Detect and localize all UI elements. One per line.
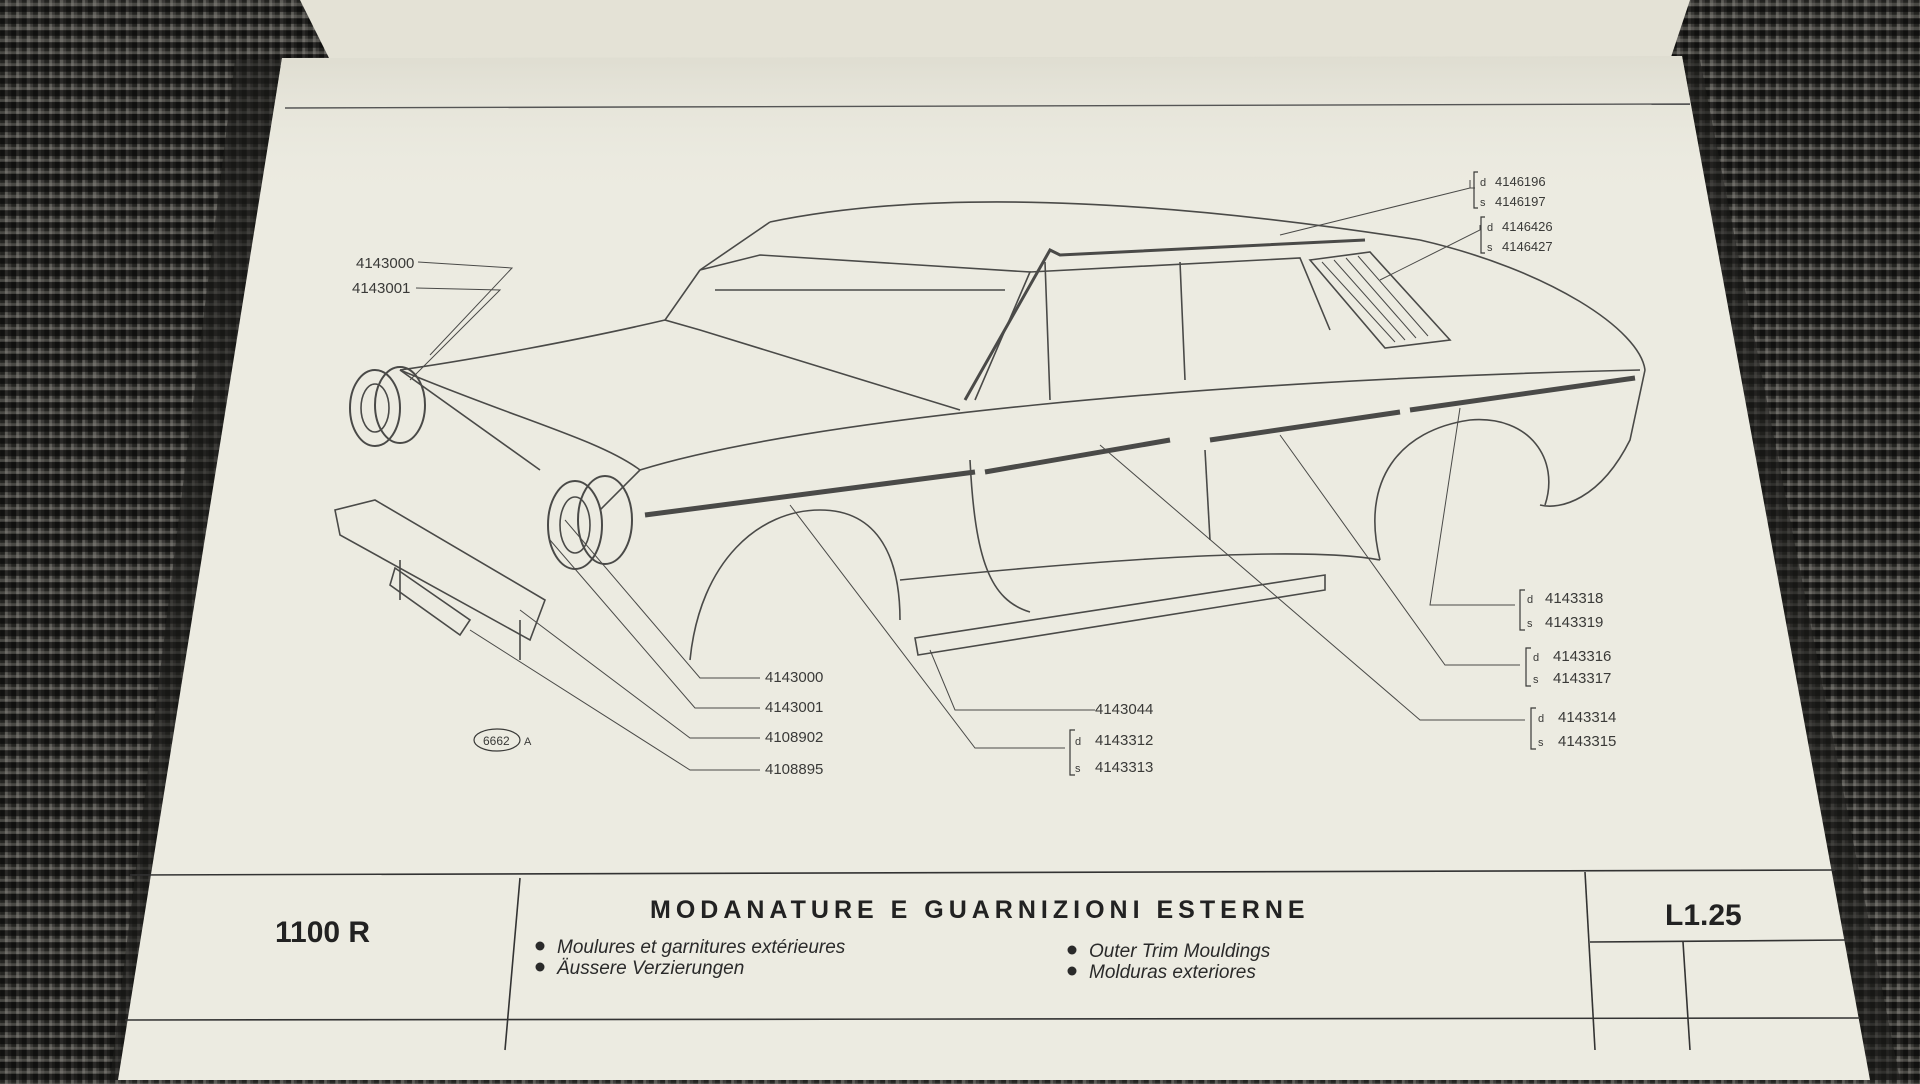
- leader-left-top: [417, 261, 514, 356]
- sill-moulding: [914, 574, 1326, 656]
- part-number: 4143313: [1095, 759, 1153, 776]
- side-prefix: d: [1533, 652, 1539, 664]
- figure-ref-suffix: A: [524, 736, 532, 748]
- leader-right-3: [1099, 444, 1525, 721]
- number-plate-lamp: [389, 566, 472, 637]
- leader-right-1: [1429, 407, 1515, 606]
- subtitles: Moulures et garnitures extérieures Äusse…: [535, 937, 1271, 983]
- side-prefix: d: [1075, 736, 1081, 748]
- figure-ref-oval: [473, 728, 521, 752]
- rear-vent-grille: [1308, 251, 1452, 349]
- page-title: MODANATURE E GUARNIZIONI ESTERNE: [650, 896, 1310, 924]
- side-moulding-rear: [1409, 375, 1636, 413]
- part-number-labels: 4143000 4143001 4143000 4143001 4108902 …: [352, 174, 1616, 778]
- body-sill: [899, 553, 1381, 581]
- side-prefix: d: [1527, 594, 1533, 606]
- bullet-icon: [1067, 966, 1077, 976]
- subtitle-en: Outer Trim Mouldings: [1089, 941, 1271, 962]
- leader-left-bottom: [564, 519, 760, 679]
- part-number: 4143315: [1558, 733, 1616, 750]
- side-prefix: d: [1487, 222, 1493, 234]
- subtitle-es: Molduras exteriores: [1089, 962, 1256, 983]
- window-pillars: [1044, 261, 1186, 401]
- part-number: 4143000: [356, 255, 414, 272]
- table-code: L1.25: [1665, 899, 1742, 932]
- subtitle-de: Äussere Verzierungen: [556, 958, 744, 979]
- front-bumper-part: [334, 499, 546, 642]
- upper-page: [300, 0, 1690, 60]
- part-number: 4143000: [765, 669, 823, 686]
- part-number: 4146197: [1495, 194, 1546, 209]
- roof-drip-moulding: [963, 238, 1366, 401]
- side-moulding-door-rear: [1209, 409, 1401, 443]
- part-number: 4143312: [1095, 732, 1153, 749]
- roof-line: [769, 201, 1421, 241]
- figure-ref: 6662: [483, 734, 510, 748]
- body-side-top: [639, 369, 1641, 471]
- leader-bottom-pair: [789, 504, 1065, 749]
- title-block-frame: [124, 869, 1861, 1051]
- bullet-icon: [1067, 945, 1077, 955]
- leader-bottom-single: [929, 649, 1095, 711]
- side-prefix: s: [1480, 197, 1486, 209]
- top-rule: [284, 103, 1691, 109]
- leader-right-2: [1279, 434, 1520, 666]
- part-number: 4143319: [1545, 614, 1603, 631]
- part-number: 4146426: [1502, 219, 1553, 234]
- side-prefix: s: [1527, 618, 1533, 630]
- part-number: 4146427: [1502, 239, 1553, 254]
- part-number: 4146196: [1495, 174, 1546, 189]
- pair-brackets: [1069, 171, 1536, 776]
- page-shading: [118, 56, 1870, 1080]
- part-number: 4108902: [765, 729, 823, 746]
- hood-edge: [399, 319, 666, 371]
- side-prefix: d: [1538, 713, 1544, 725]
- front-wheel-arch: [689, 509, 901, 661]
- rear-wheel-arch: [1374, 418, 1550, 561]
- part-number: 4143044: [1095, 701, 1153, 718]
- part-number: 4143001: [352, 280, 410, 297]
- subtitle-fr: Moulures et garnitures extérieures: [557, 937, 846, 958]
- side-prefix: s: [1533, 674, 1539, 686]
- part-number: 4143314: [1558, 709, 1616, 726]
- headlamp-rim-upper: [349, 369, 401, 447]
- part-number: 4143001: [765, 699, 823, 716]
- side-prefix: s: [1538, 737, 1544, 749]
- side-prefix: d: [1480, 177, 1486, 189]
- part-number: 4108895: [765, 761, 823, 778]
- side-moulding-front: [644, 469, 976, 518]
- bullet-icon: [535, 941, 545, 951]
- side-moulding-door-front: [984, 437, 1171, 475]
- part-number: 4143316: [1553, 648, 1611, 665]
- bullet-icon: [535, 962, 545, 972]
- part-number: 4143317: [1553, 670, 1611, 687]
- part-number: 4143318: [1545, 590, 1603, 607]
- side-prefix: s: [1075, 763, 1081, 775]
- leader-right-top-2: [1379, 225, 1481, 281]
- model-code: 1100 R: [275, 916, 370, 949]
- side-prefix: s: [1487, 242, 1493, 254]
- rear-deck: [1419, 239, 1646, 371]
- car-drawing: [334, 180, 1646, 771]
